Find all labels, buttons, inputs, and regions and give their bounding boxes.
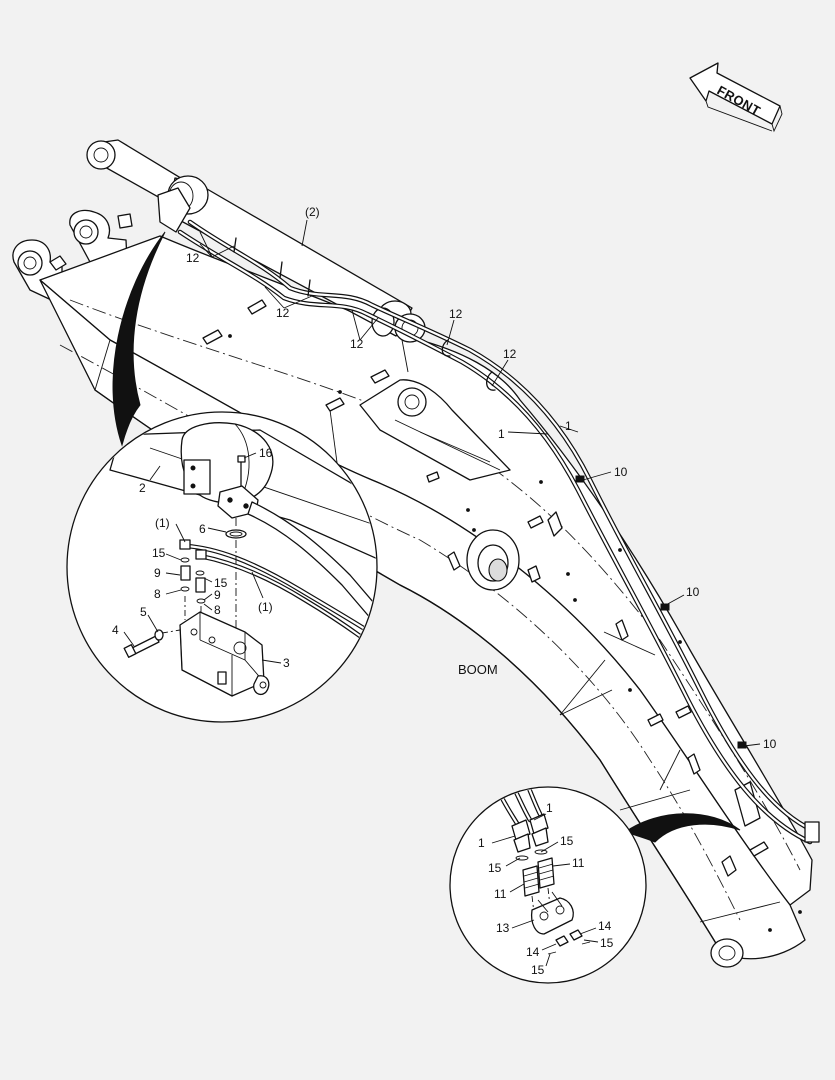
callout-1-upper: (1) bbox=[155, 516, 170, 530]
callout-15-right-a: 15 bbox=[560, 834, 574, 848]
callout-1b: 1 bbox=[565, 419, 572, 433]
callout-10c: 10 bbox=[763, 737, 777, 751]
callout-15-right-b: 15 bbox=[488, 861, 502, 875]
callout-1-lower: (1) bbox=[258, 600, 273, 614]
callout-12a: 12 bbox=[186, 251, 200, 265]
callout-12b: 12 bbox=[276, 306, 290, 320]
callout-8a: 8 bbox=[154, 587, 161, 601]
callout-2: 2 bbox=[139, 481, 146, 495]
callout-cyl: (2) bbox=[305, 205, 320, 219]
callout-8b: 8 bbox=[214, 603, 221, 617]
detail-left: 16 2 (1) 6 15 9 15 8 9 (1) 8 5 4 3 bbox=[66, 411, 378, 723]
callout-6: 6 bbox=[199, 522, 206, 536]
callout-12e: 12 bbox=[503, 347, 517, 361]
detail-right: 1 1 15 15 11 11 13 14 14 15 15 bbox=[449, 786, 647, 984]
callout-1a: 1 bbox=[498, 427, 505, 441]
callout-1-right-top: 1 bbox=[546, 801, 553, 815]
callout-14-right-b: 14 bbox=[526, 945, 540, 959]
callout-10b: 10 bbox=[686, 585, 700, 599]
callout-15a: 15 bbox=[152, 546, 166, 560]
callout-13: 13 bbox=[496, 921, 510, 935]
callout-11-right-a: 11 bbox=[572, 856, 585, 870]
callout-15-right-d: 15 bbox=[531, 963, 545, 977]
callout-15-right-c: 15 bbox=[600, 936, 614, 950]
callout-11-right-b: 11 bbox=[494, 887, 507, 901]
hoses-main bbox=[177, 219, 820, 845]
callout-9a: 9 bbox=[154, 566, 161, 580]
boom-label: BOOM bbox=[458, 662, 498, 677]
callout-9b: 9 bbox=[214, 588, 221, 602]
detail-pointer-right bbox=[623, 813, 741, 843]
callout-4: 4 bbox=[112, 623, 119, 637]
callout-10a: 10 bbox=[614, 465, 628, 479]
bolt-dots bbox=[228, 334, 802, 932]
callout-12c: 12 bbox=[350, 337, 364, 351]
main-leaders bbox=[199, 219, 761, 747]
main-callouts: (2) 12 12 12 12 12 1 1 10 10 10 BOOM bbox=[186, 205, 777, 751]
detail-pointer-left bbox=[112, 231, 166, 447]
callout-1-right-left: 1 bbox=[478, 836, 485, 850]
callout-16: 16 bbox=[259, 446, 273, 460]
callout-15b: 15 bbox=[214, 576, 228, 590]
clamp-blocks bbox=[202, 299, 769, 877]
callout-5: 5 bbox=[140, 605, 147, 619]
callout-3: 3 bbox=[283, 656, 290, 670]
front-arrow-icon: FRONT bbox=[689, 62, 783, 133]
callout-12d: 12 bbox=[449, 307, 463, 321]
callout-14-right-a: 14 bbox=[598, 919, 612, 933]
